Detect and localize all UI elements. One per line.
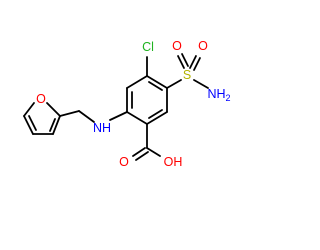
ring-bond xyxy=(146,75,168,89)
c-oh-bond xyxy=(146,147,161,157)
ring-double-bond xyxy=(148,81,163,91)
s-o-double-bond xyxy=(189,55,197,69)
furan-oxygen: O xyxy=(36,92,46,106)
s-n-bond xyxy=(193,79,209,89)
c-s-bond xyxy=(166,79,182,89)
ring-double-bond xyxy=(148,109,163,119)
c-o-double-bond xyxy=(135,151,149,161)
s-o-double-bond xyxy=(181,53,189,67)
s-o-double-bond xyxy=(177,55,185,69)
benzene-ring xyxy=(126,75,168,125)
c-o-double-bond xyxy=(132,147,146,157)
ring-bond xyxy=(126,75,148,89)
n-ch2-bond xyxy=(78,110,95,123)
amine-nh: NH xyxy=(93,121,111,135)
furan-bond xyxy=(23,115,34,135)
chemical-structure-diagram: Cl S O O NH2 O OH NH O xyxy=(23,39,231,169)
furan-double-bond xyxy=(49,118,56,132)
c-n-bond xyxy=(109,111,128,121)
amine-nh2-label: NH xyxy=(207,87,225,101)
furan-bond xyxy=(52,115,61,135)
ring-bond xyxy=(126,111,148,125)
ring-bond xyxy=(146,111,168,125)
ch2-furan-bond xyxy=(59,110,80,117)
furan-bond xyxy=(23,102,35,117)
chlorine-atom: Cl xyxy=(142,40,154,54)
furan-double-bond xyxy=(28,115,37,131)
amine-nh2-subscript: 2 xyxy=(226,93,231,103)
sulfonyl-oxygen-right: O xyxy=(198,39,208,53)
furan-ring xyxy=(23,102,61,135)
sulfonyl-oxygen-left: O xyxy=(172,39,182,53)
furan-bond xyxy=(46,102,61,117)
amine-nh2: NH2 xyxy=(207,87,230,103)
carbonyl-oxygen: O xyxy=(119,155,129,169)
sulfur-atom: S xyxy=(183,68,191,82)
s-o-double-bond xyxy=(193,57,201,71)
hydroxyl-oh: OH xyxy=(164,155,183,169)
